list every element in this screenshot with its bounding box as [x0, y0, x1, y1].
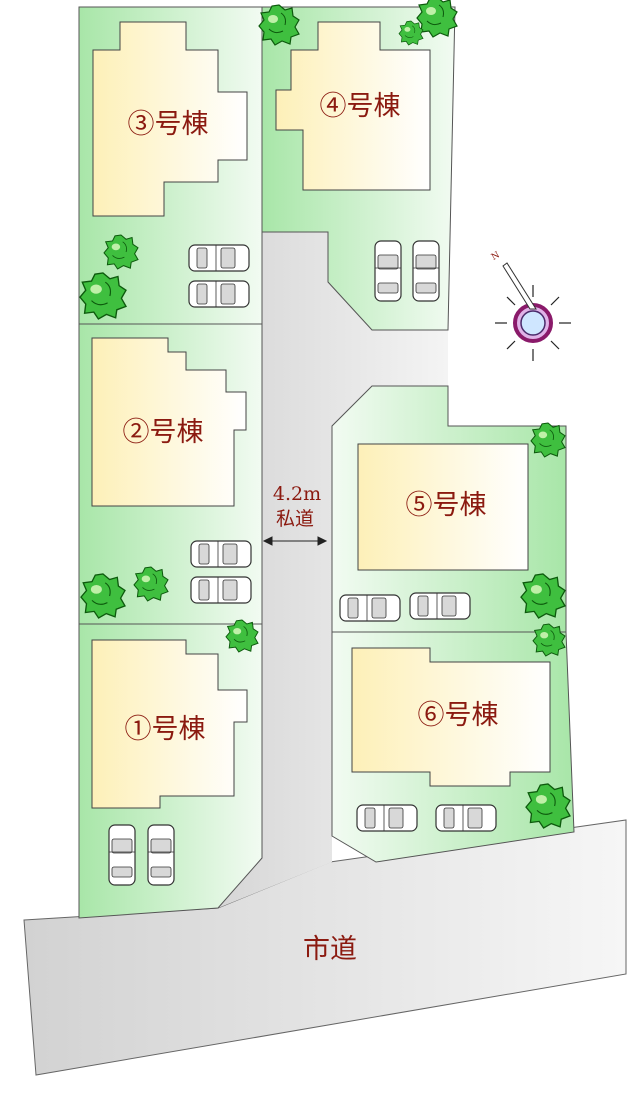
house-5: [357, 443, 529, 571]
car-icon: [147, 824, 175, 886]
city-road-label: 市道: [303, 934, 357, 965]
house-1: [91, 639, 248, 809]
car-icon: [412, 240, 440, 302]
car-icon: [188, 280, 250, 308]
car-icon: [188, 244, 250, 272]
lot-1-label: ①号棟: [125, 714, 206, 745]
compass-icon: [495, 262, 571, 361]
lot-4-label: ④号棟: [320, 91, 401, 122]
house-2: [91, 337, 247, 507]
car-icon: [435, 804, 497, 832]
compass-north-label: N: [490, 250, 502, 263]
lot-5-label: ⑤号棟: [406, 490, 487, 521]
dimension-arrow-icon: [262, 536, 328, 546]
car-icon: [374, 240, 402, 302]
private-road: [218, 232, 448, 908]
car-icon: [108, 824, 136, 886]
house-6: [351, 647, 551, 787]
car-icon: [190, 576, 252, 604]
house-4: [275, 21, 431, 191]
private-road-width-label: 4.2m: [273, 483, 321, 505]
lot-6-label: ⑥号棟: [418, 700, 499, 731]
car-icon: [190, 540, 252, 568]
lot-2-label: ②号棟: [123, 417, 204, 448]
lot-3-label: ③号棟: [128, 109, 209, 140]
car-icon: [409, 592, 471, 620]
private-road-name-label: 私道: [276, 508, 314, 530]
car-icon: [356, 804, 418, 832]
car-icon: [339, 594, 401, 622]
house-3: [92, 21, 248, 217]
